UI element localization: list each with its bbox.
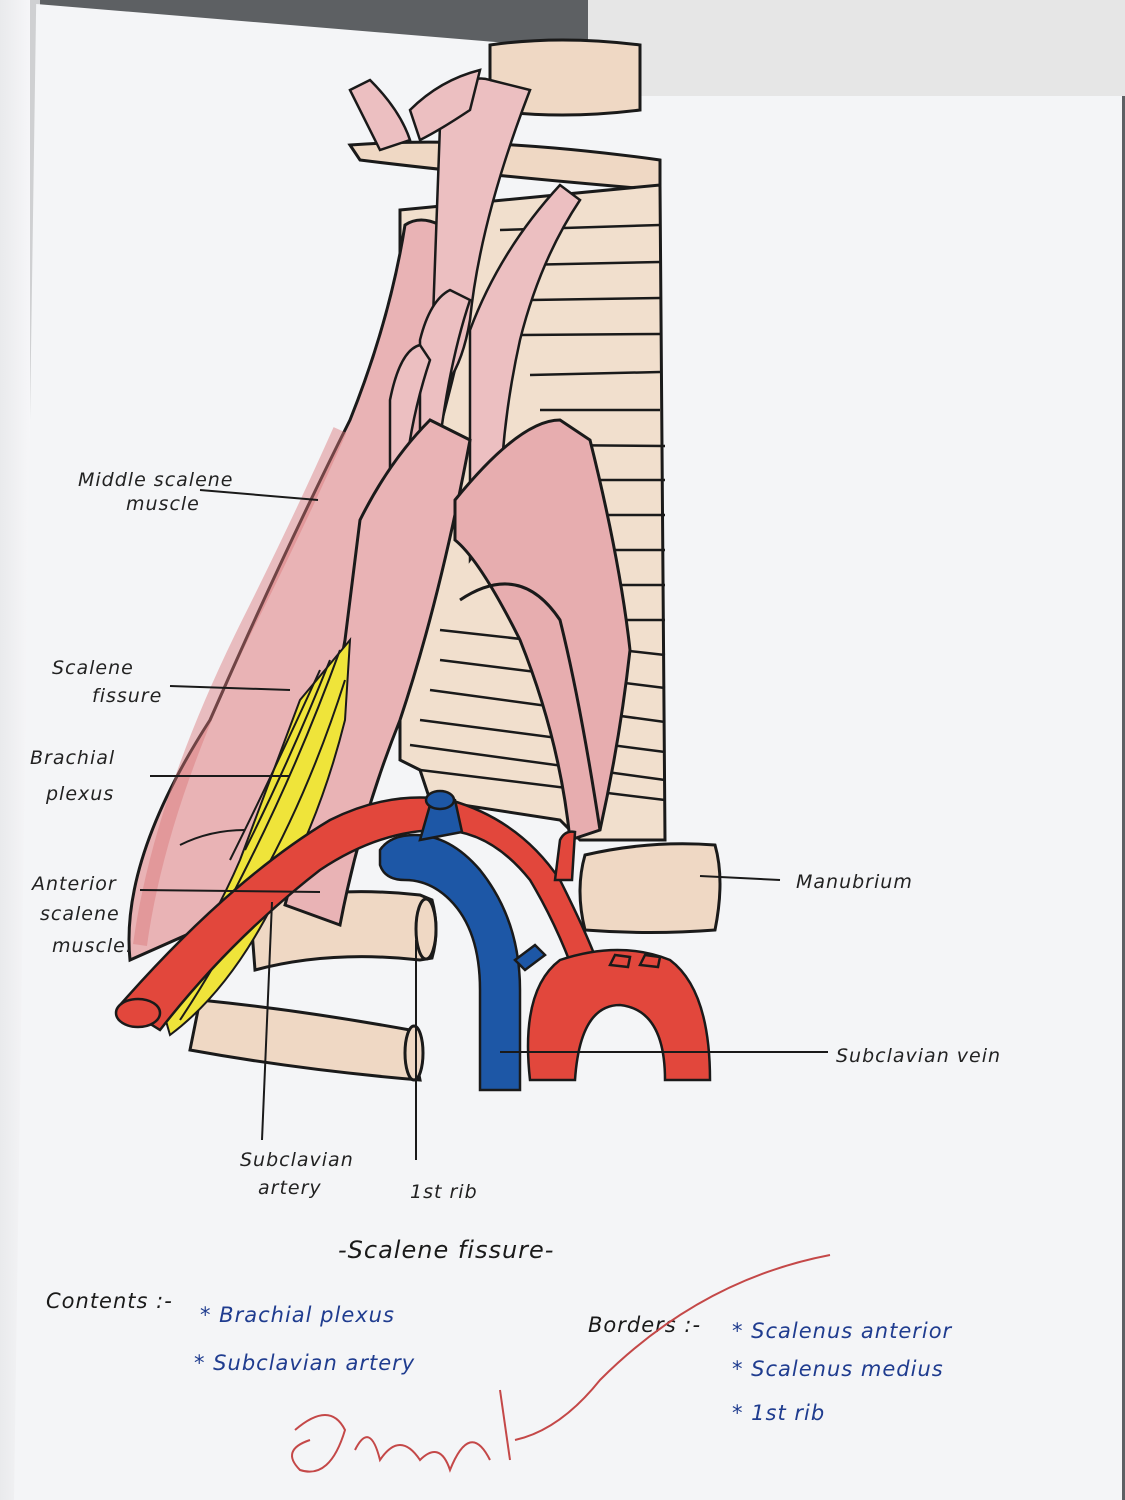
borders-item-scalenus-anterior: * Scalenus anterior [732, 1319, 953, 1343]
label-middle-scalene-1: Middle scalene [78, 469, 234, 491]
contents-item-brachial-plexus: * Brachial plexus [200, 1303, 395, 1327]
contents-item-subclavian-artery: * Subclavian artery [194, 1351, 415, 1375]
label-brachial-plexus-1: Brachial [30, 747, 115, 769]
label-manubrium: Manubrium [796, 871, 913, 893]
label-scalene-fissure-1: Scalene [52, 657, 134, 679]
first-rib-shape [188, 890, 438, 1082]
contents-section: Contents :- * Brachial plexus * Subclavi… [46, 1289, 415, 1375]
signature-mark [291, 1254, 831, 1473]
borders-item-first-rib: * 1st rib [732, 1401, 825, 1425]
borders-heading: Borders :- [588, 1313, 701, 1337]
diagram-title: -Scalene fissure- [338, 1236, 554, 1264]
label-subclavian-vein: Subclavian vein [836, 1045, 1001, 1067]
label-scalene-fissure-2: fissure [92, 685, 162, 707]
label-first-rib: 1st rib [410, 1181, 478, 1203]
subclavian-vein-shape [378, 789, 547, 1092]
contents-heading: Contents :- [46, 1289, 173, 1313]
label-brachial-plexus-2: plexus [45, 783, 114, 805]
redacted-patch [588, 0, 1125, 96]
leader-lines [139, 489, 828, 1160]
label-anterior-scalene-3: muscle. [52, 935, 133, 957]
label-anterior-scalene-1: Anterior [30, 873, 117, 895]
label-subclavian-artery-1: Subclavian [240, 1149, 354, 1171]
manubrium-shape [578, 842, 722, 934]
label-anterior-scalene-2: scalene [40, 903, 120, 925]
label-middle-scalene-2: muscle [126, 493, 200, 515]
diagram-labels: Middle scalene muscle Scalene fissure Br… [30, 469, 1001, 1203]
borders-item-scalenus-medius: * Scalenus medius [732, 1357, 944, 1381]
anterior-scalene-shape [283, 418, 632, 928]
subclavian-artery-shape [114, 796, 712, 1082]
label-subclavian-artery-2: artery [258, 1177, 322, 1199]
borders-section: Borders :- * Scalenus anterior * Scalenu… [588, 1313, 953, 1425]
